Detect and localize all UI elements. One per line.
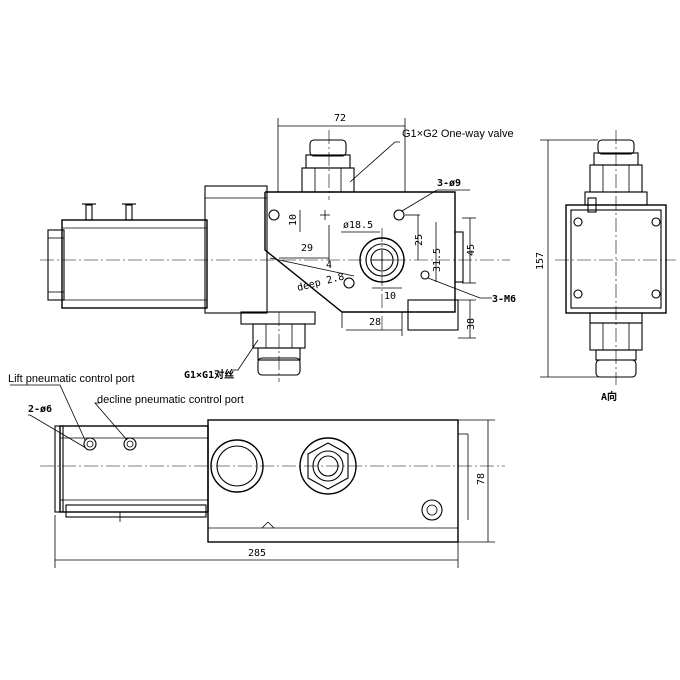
top-port-center (299, 437, 357, 495)
flange (204, 185, 268, 314)
dim-4: 4 (326, 260, 332, 271)
valve-block (264, 191, 456, 313)
top-port-left (210, 439, 264, 493)
dim-72: 72 (334, 113, 346, 124)
dim-dia-18-5: ø18.5 (343, 220, 373, 231)
dim-157: 157 (535, 252, 546, 270)
label-lift-port: Lift pneumatic control port (8, 373, 135, 385)
label-3-m6: 3-M6 (492, 294, 516, 305)
top-valve-block (207, 419, 459, 543)
dim-28: 28 (369, 317, 381, 328)
hole-9-top (393, 209, 405, 221)
hole-9-left (268, 209, 280, 221)
top-view: 78 285 Lift pneumatic control port decli… (8, 373, 505, 568)
center-marks (372, 250, 392, 270)
label-3-dia-9: 3-ø9 (437, 178, 461, 189)
dim-31-5: 31.5 (432, 248, 443, 272)
dim-285: 285 (248, 548, 266, 559)
dim-29: 29 (301, 243, 313, 254)
lift-port-hole (83, 437, 97, 451)
top-fitting-1 (85, 204, 93, 221)
dim-25: 25 (414, 234, 425, 246)
label-decline-port: decline pneumatic control port (97, 394, 244, 406)
label-deep: deep 2.8 (296, 272, 345, 294)
front-view: 72 10 29 ø18.5 4 deep 2.8 10 25 31.5 45 (40, 113, 516, 382)
dim-38: 38 (466, 318, 477, 330)
dim-78: 78 (476, 473, 487, 485)
mount-plate (407, 299, 459, 331)
cylinder-body (61, 219, 208, 309)
label-view-a: A向 (601, 390, 617, 403)
side-view-a: 157 A向 (535, 130, 676, 403)
label-g1-pair: G1×G1对丝 (184, 368, 234, 381)
dim-10-horizontal: 10 (384, 291, 396, 302)
dim-10-vertical: 10 (288, 214, 299, 226)
dim-45: 45 (466, 244, 477, 256)
valve-cap-top (309, 139, 347, 157)
top-port-small (421, 499, 443, 521)
label-2-dia-6: 2-ø6 (28, 404, 52, 415)
valve-hex-top (301, 167, 355, 193)
hole-9-bottom (343, 277, 355, 289)
decline-port-hole (123, 437, 137, 451)
cylinder-end-cap (47, 229, 65, 301)
hole-m6 (420, 270, 430, 280)
top-fitting-2 (125, 204, 133, 221)
label-one-way-valve: G1×G2 One-way valve (402, 128, 514, 140)
